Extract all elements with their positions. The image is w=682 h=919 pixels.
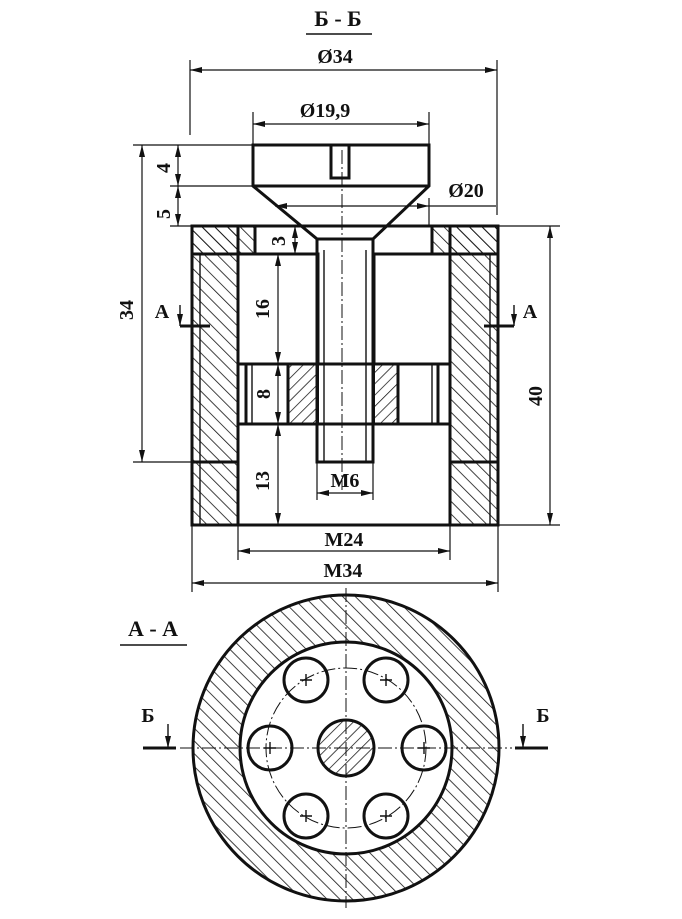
dim-h13-label: 13 bbox=[252, 471, 274, 491]
dim-h34-label: 34 bbox=[116, 300, 138, 320]
hole-top-left bbox=[282, 656, 330, 704]
disc-hatch-left bbox=[287, 363, 319, 425]
cut-a-left-label: А bbox=[155, 301, 170, 323]
dim-h4-label: 4 bbox=[153, 163, 175, 173]
section-aa-view: А - А Б Б bbox=[120, 588, 550, 908]
dim-h3-label: 3 bbox=[268, 236, 290, 246]
screw-head-outline bbox=[251, 143, 431, 464]
screw-slot bbox=[253, 143, 429, 180]
dim-m24-label: M24 bbox=[325, 529, 364, 551]
body-walls bbox=[190, 224, 500, 527]
hole-bottom-left bbox=[282, 792, 330, 840]
dim-h8-label: 8 bbox=[253, 389, 275, 399]
section-bb-view: Б - Б bbox=[116, 6, 560, 592]
hole-top-right bbox=[362, 656, 410, 704]
body-top-left-plate bbox=[190, 224, 257, 256]
body-left-wall bbox=[190, 224, 240, 527]
dim-h5-label: 5 bbox=[153, 209, 175, 219]
dim-d19-9-label: Ø19,9 bbox=[300, 100, 351, 122]
dim-m34-label: M34 bbox=[324, 560, 363, 582]
section-aa-title: А - А bbox=[128, 616, 178, 641]
dim-d20-label: Ø20 bbox=[448, 180, 484, 202]
dim-d34-label: Ø34 bbox=[317, 46, 353, 68]
dim-h40-label: 40 bbox=[525, 386, 547, 406]
body-right-wall bbox=[448, 224, 500, 527]
countersunk-screw bbox=[251, 143, 431, 464]
body-top-right-plate bbox=[430, 224, 500, 256]
dim-m6-label: M6 bbox=[331, 470, 360, 492]
dim-h16-label: 16 bbox=[252, 299, 274, 319]
hole-bottom-right bbox=[362, 792, 410, 840]
upper-cavity-right bbox=[372, 252, 452, 366]
cut-b-left-label: Б bbox=[141, 705, 154, 727]
cut-plane-b-marks: Б Б bbox=[141, 705, 550, 750]
cut-a-right-label: А bbox=[523, 301, 538, 323]
section-bb-title: Б - Б bbox=[314, 6, 361, 31]
middle-disc bbox=[238, 362, 450, 426]
disc-hatch-right bbox=[373, 363, 399, 425]
cut-plane-a-marks: А А bbox=[155, 301, 538, 328]
cut-b-right-label: Б bbox=[536, 705, 549, 727]
dimensions-bb: Ø34 Ø19,9 Ø20 4 5 34 bbox=[116, 46, 560, 592]
